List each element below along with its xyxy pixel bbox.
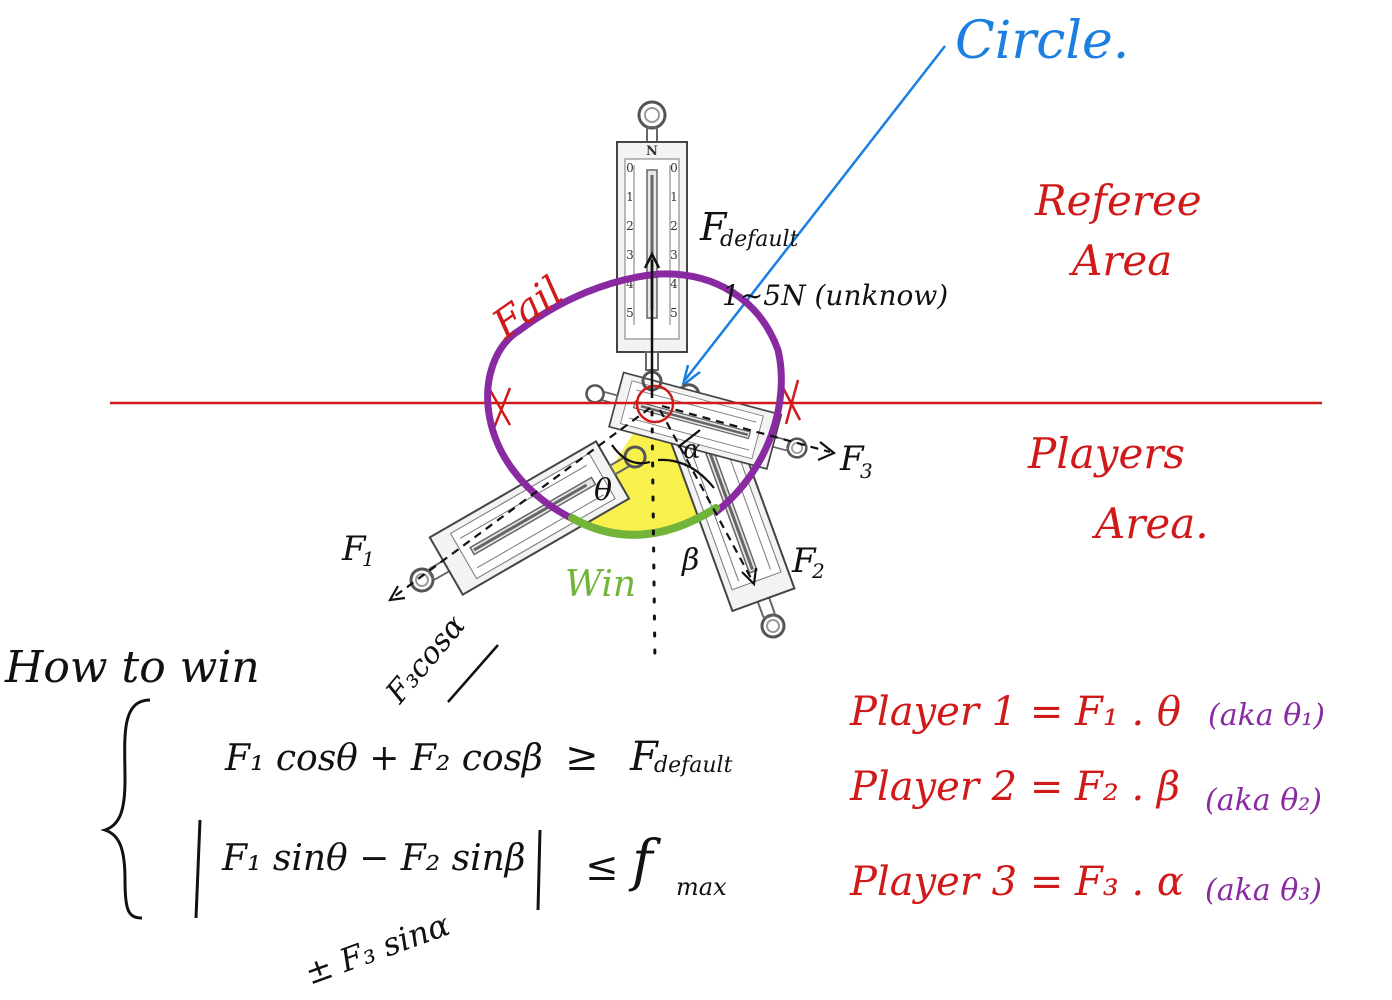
f1-label: F 1: [341, 529, 375, 571]
f-default-subscript: default: [720, 227, 799, 252]
curly-brace: [100, 698, 151, 920]
scale-tick: 2: [626, 219, 634, 233]
scale-tick: 4: [626, 277, 634, 291]
eq1-op: ≥: [565, 734, 599, 780]
theta-arc: [611, 444, 651, 465]
svg-text:2: 2: [811, 559, 825, 583]
svg-text:F: F: [341, 529, 367, 569]
f3cos-line: [447, 644, 499, 703]
how-to-win-title: How to win: [4, 642, 260, 693]
scale-tick: 0: [626, 161, 634, 175]
players-area-label-2: Area.: [1091, 499, 1209, 548]
scale-tick: 4: [670, 277, 678, 291]
eq2-right-sub: max: [676, 873, 727, 901]
eq1-right-sub: default: [654, 753, 733, 778]
player-2-row: Player 2 = F₂ . β (aka θ₂): [849, 764, 1322, 818]
players-area-label-1: Players: [1027, 429, 1185, 478]
win-arc: [568, 504, 720, 539]
eq2-extra: ± F₃ sinα: [300, 905, 455, 992]
eq1-left: F₁ cosθ + F₂ cosβ: [224, 738, 543, 779]
svg-text:Player 3 =: Player 3 =: [849, 859, 1063, 905]
eq2-right: f: [628, 829, 662, 894]
angle-arcs: [611, 429, 715, 489]
svg-text:F₁ . θ: F₁ . θ: [1074, 689, 1181, 735]
player-3-row: Player 3 = F₃ . α (aka θ₃): [849, 859, 1322, 908]
scale-tick: 0: [670, 161, 678, 175]
svg-text:(aka θ₁): (aka θ₁): [1208, 698, 1325, 733]
scale-tick: 5: [626, 306, 634, 320]
abs-bar-right: [536, 829, 542, 911]
alpha-label: α: [683, 435, 701, 465]
win-condition-2: F₁ sinθ − F₂ sinβ ≤ f max: [194, 819, 727, 919]
scale-top-letter: N: [646, 144, 658, 159]
svg-text:Player 1 =: Player 1 =: [849, 689, 1063, 735]
f-default-vector: [643, 251, 661, 398]
scale-tick: 3: [626, 248, 634, 262]
win-label: Win: [565, 564, 636, 605]
spring-scale-default-labels: N 0 0 1 1 2 2 3 3 4 4 5 5: [626, 144, 678, 320]
scale-tick: 1: [670, 190, 678, 204]
abs-bar-left: [194, 819, 202, 919]
force-vectors: [387, 404, 837, 602]
center-ring: [635, 384, 675, 424]
eq1-right: F: [629, 734, 659, 780]
f2-label: F 2: [791, 541, 825, 583]
f3cos-label: F₃cosα: [379, 608, 473, 710]
fail-label: Fail: [484, 268, 572, 349]
circle-annotation-arrow: [681, 45, 946, 386]
scale-tick: 1: [626, 190, 634, 204]
svg-text:F₃ . α: F₃ . α: [1074, 859, 1184, 905]
fail-arc: [484, 270, 785, 525]
referee-area-label-1: Referee: [1034, 176, 1202, 225]
f-default-label: F default: [699, 205, 799, 252]
scale-tick: 2: [670, 219, 678, 233]
f-default-range: 1~5N (unknow): [722, 279, 948, 312]
win-condition-1: F₁ cosθ + F₂ cosβ ≥ F default: [224, 734, 733, 780]
svg-text:F: F: [791, 541, 817, 581]
scale-tick: 5: [670, 306, 678, 320]
alpha-arc: [677, 429, 701, 448]
svg-text:(aka θ₃): (aka θ₃): [1205, 873, 1322, 908]
svg-text:F: F: [839, 439, 865, 479]
circle-label: Circle.: [955, 11, 1129, 71]
f-default-symbol: F: [699, 205, 728, 249]
svg-text:Player 2 =: Player 2 =: [849, 764, 1063, 810]
eq2-op: ≤: [585, 844, 619, 890]
player-1-row: Player 1 = F₁ . θ (aka θ₁): [849, 689, 1325, 735]
f3-label: F 3: [839, 439, 873, 483]
theta-label: θ: [594, 473, 612, 508]
svg-text:1: 1: [362, 547, 375, 571]
beta-arc: [657, 458, 715, 489]
scale-tick: 3: [670, 248, 678, 262]
svg-text:F₂ . β: F₂ . β: [1074, 764, 1180, 810]
referee-area-label-2: Area: [1068, 236, 1172, 285]
svg-text:3: 3: [860, 459, 873, 483]
eq2-left: F₁ sinθ − F₂ sinβ: [221, 838, 526, 879]
beta-label: β: [681, 543, 699, 578]
svg-text:(aka θ₂): (aka θ₂): [1205, 783, 1322, 818]
